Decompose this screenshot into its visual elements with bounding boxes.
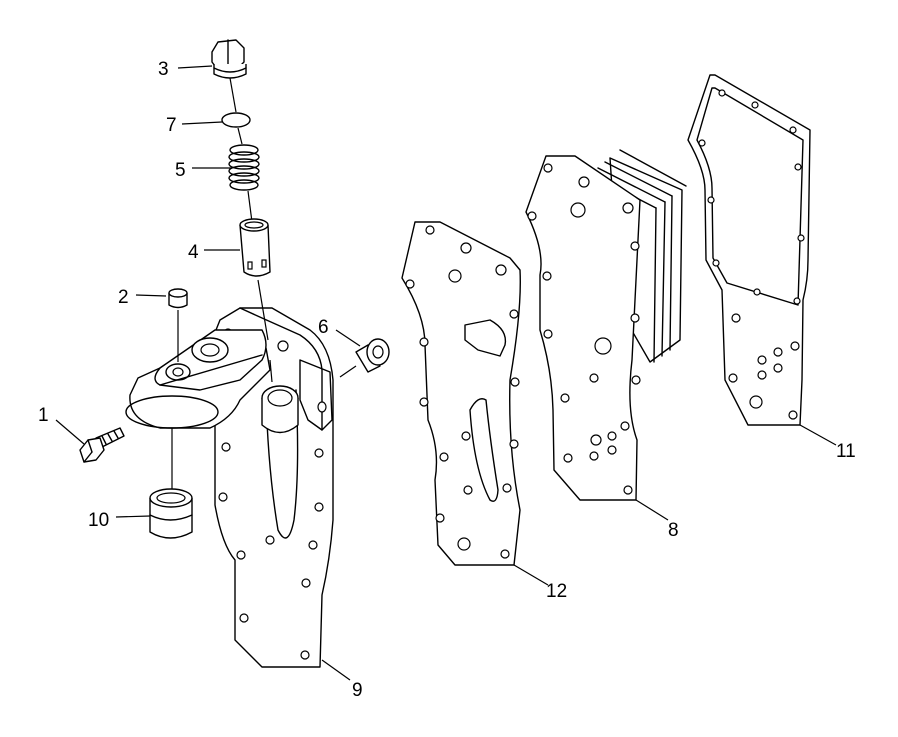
filter-head-bracket: [125, 329, 271, 429]
part-7-o-ring: [221, 112, 251, 145]
callout-labels: 3 7 5 4 2 6 1 10 8 12 11 9: [38, 59, 856, 701]
callout-10: 10: [88, 510, 109, 531]
part-12-gasket: [401, 221, 521, 566]
callout-9: 9: [352, 680, 363, 701]
callout-5: 5: [175, 160, 186, 181]
part-5-spring: [228, 144, 260, 223]
callout-11: 11: [836, 441, 856, 462]
callout-7: 7: [166, 115, 177, 136]
callout-1: 1: [38, 405, 49, 426]
part-4-valve: [239, 218, 273, 383]
part-10-sleeve: [149, 428, 193, 539]
part-8-cooler-core: [525, 149, 687, 501]
part-9-cooler-housing: [213, 307, 334, 668]
callout-6: 6: [318, 317, 329, 338]
part-1-bolt: [79, 427, 125, 463]
callout-12: 12: [546, 581, 567, 602]
callout-4: 4: [188, 242, 199, 263]
callout-8: 8: [668, 520, 679, 541]
leader-lines: [55, 65, 837, 681]
part-11-gasket: [687, 74, 811, 426]
callout-3: 3: [158, 59, 169, 80]
part-2-plug: [168, 288, 188, 362]
callout-2: 2: [118, 287, 129, 308]
part-3-cap-bolt: [211, 39, 247, 113]
part-6-fitting: [339, 338, 390, 378]
